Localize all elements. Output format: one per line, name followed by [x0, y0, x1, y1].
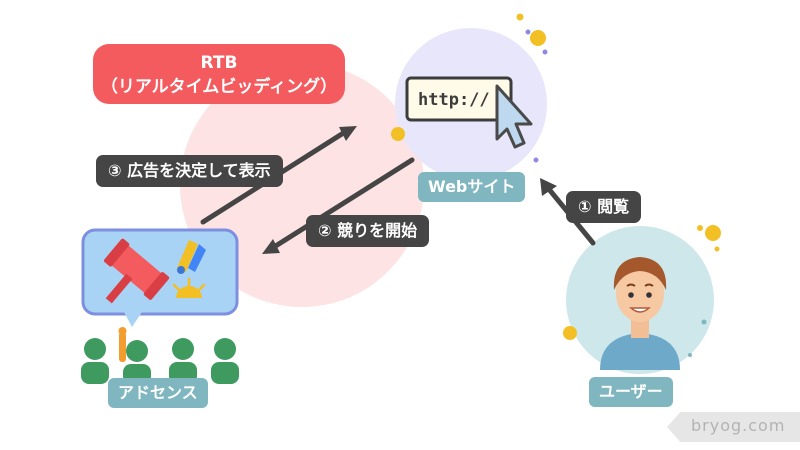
user-label: ユーザー [589, 377, 673, 407]
idea-icon [172, 277, 206, 298]
watermark-tag: bryog.com [667, 412, 800, 442]
person-icon [81, 338, 109, 384]
rtb-title-badge: RTB （リアルタイムビッディング） [93, 44, 345, 104]
person-icon [211, 338, 239, 384]
browser-address-bar [405, 76, 513, 122]
arrow-website-to-adsense [262, 157, 415, 254]
user-avatar-icon [600, 257, 680, 370]
website-label: Webサイト [418, 172, 526, 202]
browser-url-text: http:// [418, 90, 490, 110]
decorative-dots [391, 13, 721, 357]
step1-label: ① 閲覧 [566, 191, 642, 223]
raised-hand-person-icon [118, 327, 151, 384]
watermark-text: bryog.com [691, 416, 786, 435]
step3-label: ③ 広告を決定して表示 [96, 155, 283, 187]
gavel-icon [103, 238, 170, 304]
cursor-icon [495, 84, 533, 149]
adsense-label: アドセンス [108, 378, 208, 408]
rtb-title: RTB [200, 53, 238, 73]
rtb-subtitle: （リアルタイムビッディング） [100, 77, 338, 97]
advertisers-group-icon [81, 327, 239, 384]
adsense-logo-icon [177, 240, 206, 274]
step2-label: ② 競りを開始 [306, 215, 430, 247]
